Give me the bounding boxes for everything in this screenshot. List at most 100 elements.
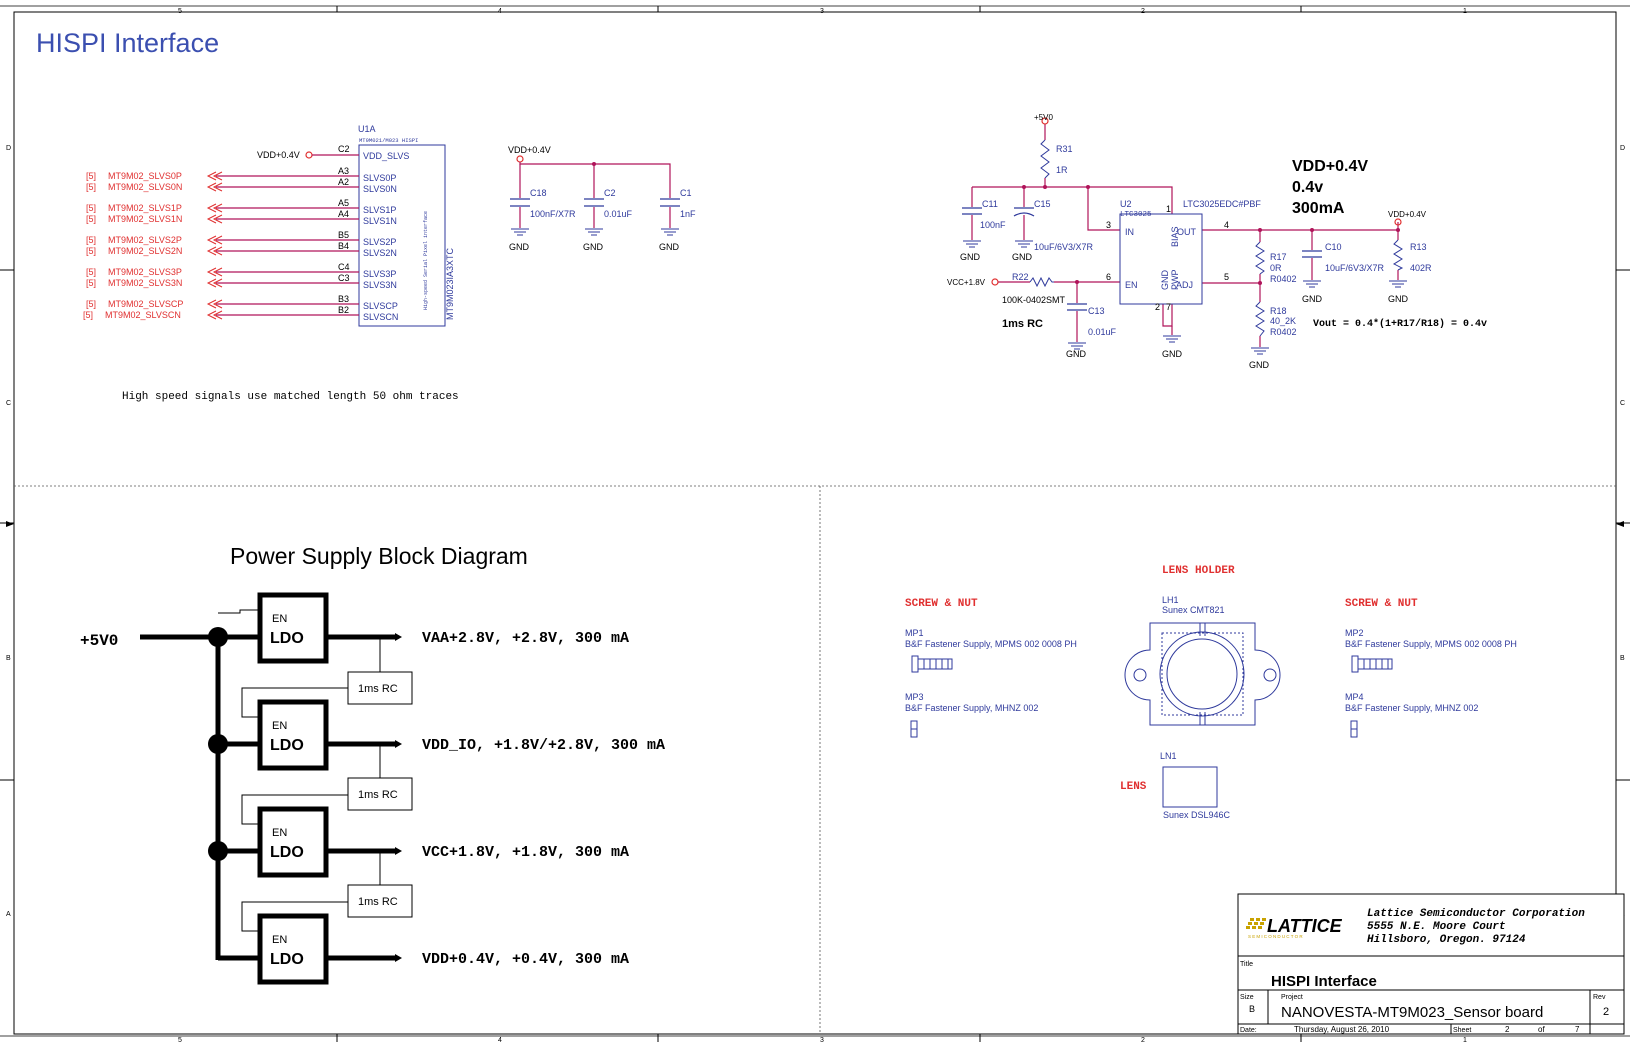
project-label: Project (1281, 994, 1303, 1001)
u1-pin-name: VDD_SLVS (363, 151, 409, 161)
net-ref: [5] (86, 246, 96, 256)
gnd-label: GND (1249, 360, 1270, 370)
u1-pin-num: A2 (338, 177, 349, 187)
u1-pin-num: C4 (338, 262, 350, 272)
border-col-label: 2 (1141, 1037, 1145, 1042)
r22-value: 100K-0402SMT (1002, 295, 1066, 305)
u2-pin-num: 2 (1155, 302, 1160, 312)
ldo-output-label: VAA+2.8V, +2.8V, 300 mA (422, 630, 629, 647)
u1-pin-name: SLVS0P (363, 173, 396, 183)
mp2-ref: MP2 (1345, 628, 1364, 638)
rev-value: 2 (1603, 1006, 1609, 1018)
ldo-en-label: EN (272, 720, 287, 732)
title-block: LATTICE SEMICONDUCTOR Lattice Semiconduc… (1237, 893, 1625, 1035)
lens-holder-title: LENS HOLDER (1162, 565, 1235, 577)
u2-pin-in: IN (1125, 227, 1134, 237)
ln1-ref: LN1 (1160, 751, 1177, 761)
u2-part-full: LTC3025EDC#PBF (1183, 199, 1261, 209)
logo-sub: SEMICONDUCTOR (1248, 934, 1304, 939)
ldo-en-label: EN (272, 613, 287, 625)
u2-pin-gnd: GND (1160, 270, 1170, 291)
r18-ref: R18 (1270, 306, 1287, 316)
psu-input-label: +5V0 (80, 632, 118, 650)
sheet-title: HISPI Interface (1271, 973, 1377, 990)
border-row-label: D (1620, 145, 1625, 152)
design-note: High speed signals use matched length 50… (122, 391, 459, 403)
u2-pin-num: 4 (1224, 220, 1229, 230)
out-net: VDD+0.4V (1388, 210, 1427, 219)
u1-pin-name: SLVSCN (363, 312, 398, 322)
decoupling-net: VDD+0.4V (508, 145, 551, 155)
offpage-connectors (206, 171, 223, 320)
nut-icon (910, 720, 918, 738)
r17-value: 0R (1270, 263, 1282, 273)
big-annotation: VDD+0.4V (1292, 158, 1368, 175)
mp4-desc: B&F Fastener Supply, MHNZ 002 (1345, 703, 1478, 713)
u1-pin-name: SLVSCP (363, 301, 398, 311)
lens-title: LENS (1120, 781, 1147, 793)
rc-label: 1ms RC (1002, 318, 1043, 330)
u2-pin-num: 3 (1106, 220, 1111, 230)
big-annotation: 0.4v (1292, 179, 1323, 196)
r31-ref: R31 (1056, 144, 1073, 154)
r31-value: 1R (1056, 165, 1068, 175)
u1-part-sub: MT9M021/M023 HISPI (359, 137, 418, 144)
c15-value: 10uF/6V3/X7R (1034, 242, 1094, 252)
u1-pin-name: SLVS3N (363, 280, 397, 290)
logo-text: LATTICE (1267, 916, 1343, 936)
company-address: Hillsboro, Oregon. 97124 (1367, 934, 1526, 946)
u1-supply-net: VDD+0.4V (257, 150, 300, 160)
border-col-label: 5 (178, 1037, 182, 1042)
net-label: MT9M02_SLVS2P (108, 235, 182, 245)
u1-part-vertical: MT9M023IA3XTC (445, 247, 455, 320)
u2-pin-bias: BIAS (1170, 226, 1180, 247)
u2-pin-out: OUT (1177, 227, 1197, 237)
lens-icon (1162, 766, 1218, 808)
u1-pin-num: B5 (338, 230, 349, 240)
gnd-label: GND (659, 242, 680, 252)
border-row-label: B (6, 655, 11, 662)
border-col-label: 3 (820, 1037, 824, 1042)
lh1-ref: LH1 (1162, 595, 1179, 605)
u2-part: LTC3025 (1120, 211, 1152, 219)
size-label: Size (1240, 994, 1254, 1001)
u1-pin-num: B4 (338, 241, 349, 251)
net-5v0: +5V0 (1034, 113, 1053, 122)
net-label: MT9M02_SLVS0N (108, 182, 182, 192)
rc-box-label: 1ms RC (358, 683, 398, 695)
net-ref: [5] (86, 182, 96, 192)
ldo-label: LDO (270, 737, 304, 754)
u1-net-labels: [5] MT9M02_SLVS0P [5] MT9M02_SLVS0N [5] MT9… (83, 171, 183, 320)
r22-ref: R22 (1012, 272, 1029, 282)
project-name: NANOVESTA-MT9M023_Sensor board (1281, 1004, 1543, 1021)
mp2-desc: B&F Fastener Supply, MPMS 002 0008 PH (1345, 639, 1517, 649)
sheet-value: 2 (1505, 1025, 1510, 1034)
screw-nut-title: SCREW & NUT (905, 598, 978, 610)
cap-value: 100nF/X7R (530, 209, 576, 219)
border-row-label: D (6, 145, 11, 152)
net-ref: [5] (86, 278, 96, 288)
net-label: MT9M02_SLVSCN (105, 310, 181, 320)
ldo-output-label: VDD+0.4V, +0.4V, 300 mA (422, 951, 629, 968)
net-ref: [5] (83, 310, 93, 320)
u1-pin-name: SLVS1P (363, 205, 396, 215)
net-ref: [5] (86, 214, 96, 224)
ldo-en-label: EN (272, 934, 287, 946)
power-supply-block-diagram: Power Supply Block Diagram +5V0 EN LDO E… (80, 543, 665, 985)
r18-pkg: R0402 (1270, 327, 1297, 337)
mp4-ref: MP4 (1345, 692, 1364, 702)
screw-nut-title: SCREW & NUT (1345, 598, 1418, 610)
mp1-ref: MP1 (905, 628, 924, 638)
u2-pin-num: 1 (1166, 204, 1171, 214)
company-address: 5555 N.E. Moore Court (1367, 921, 1506, 933)
net-label: MT9M02_SLVS0P (108, 171, 182, 181)
u1-pin-num: A3 (338, 166, 349, 176)
u2-pin-adj: ADJ (1176, 280, 1193, 290)
ldo-output-label: VDD_IO, +1.8V/+2.8V, 300 mA (422, 737, 665, 754)
screw-icon (1351, 655, 1393, 673)
u1-ref: U1A (358, 124, 376, 134)
lattice-logo-icon: LATTICE SEMICONDUCTOR (1246, 916, 1343, 939)
net-label: MT9M02_SLVS2N (108, 246, 182, 256)
gnd-label: GND (1388, 294, 1409, 304)
